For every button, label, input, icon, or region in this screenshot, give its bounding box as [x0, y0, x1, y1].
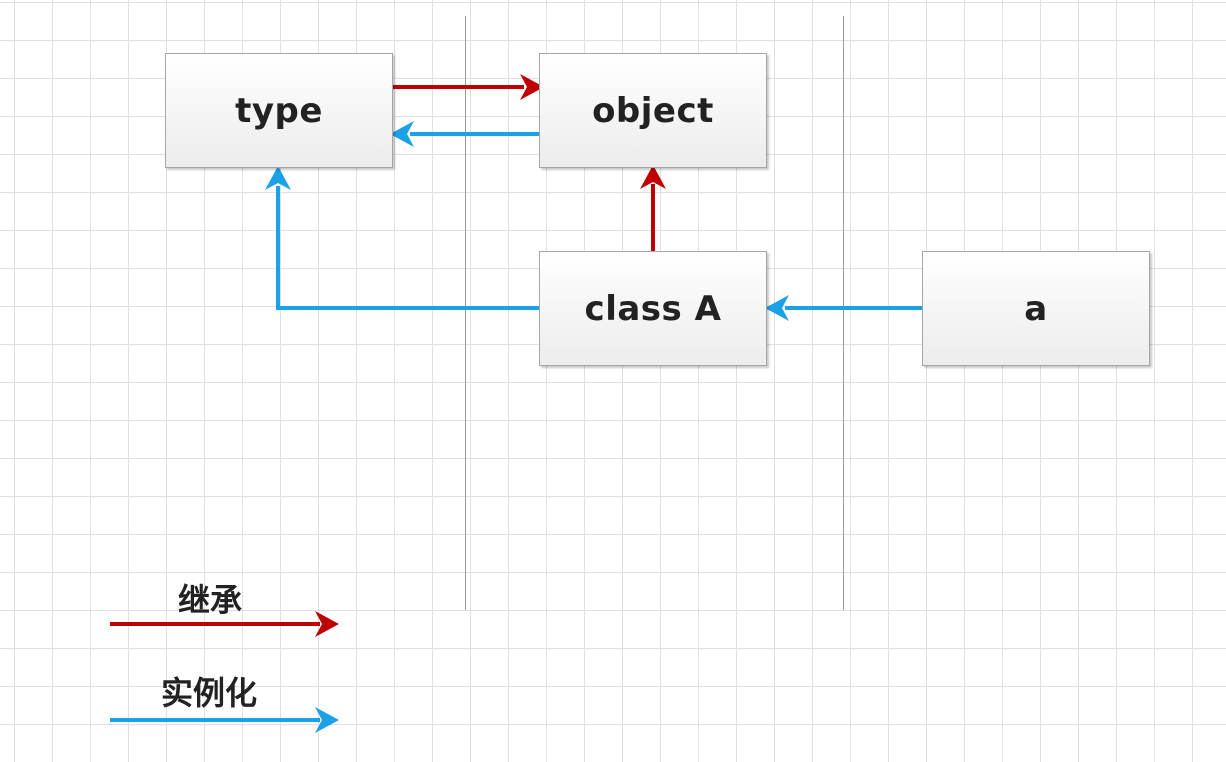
legend-instantiation-label: 实例化 [161, 674, 258, 712]
arrow-classa-instance-of-type [265, 166, 539, 310]
arrow-classa-inherits-object [640, 165, 666, 251]
node-a-label: a [1024, 288, 1048, 329]
arrow-type-inherits-object [393, 74, 544, 100]
node-object[interactable]: object [539, 53, 767, 168]
legend-inheritance-label: 继承 [178, 581, 243, 619]
node-type[interactable]: type [165, 53, 393, 168]
arrow-a-instance-of-classa [765, 295, 922, 321]
column-divider-2 [843, 16, 844, 610]
node-object-label: object [592, 90, 714, 131]
legend-instantiation-arrow [110, 707, 339, 733]
column-divider-1 [465, 16, 466, 610]
node-class-a[interactable]: class A [539, 251, 767, 366]
node-type-label: type [235, 90, 323, 131]
node-a[interactable]: a [922, 251, 1150, 366]
legend-inheritance-arrow [110, 611, 339, 637]
arrow-object-instance-of-type [390, 121, 539, 147]
node-class-a-label: class A [584, 288, 722, 329]
